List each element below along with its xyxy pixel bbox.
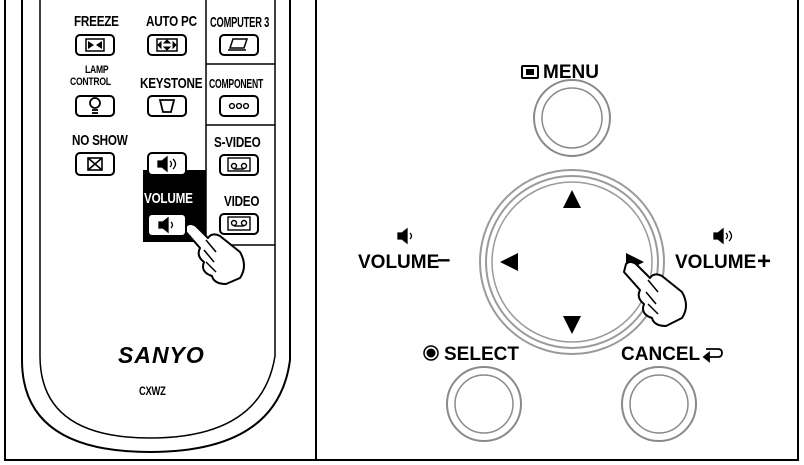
arrow-left-icon[interactable] bbox=[500, 253, 518, 271]
menu-label: MENU bbox=[543, 62, 599, 83]
s-video-label: S-VIDEO bbox=[214, 134, 261, 151]
brand-logo: SANYO bbox=[118, 342, 205, 368]
hand-pointer-icon bbox=[623, 261, 687, 327]
video-button[interactable] bbox=[219, 213, 259, 235]
keystone-label: KEYSTONE bbox=[140, 75, 203, 92]
hand-pointer-icon bbox=[185, 223, 245, 285]
volume-minus-label: VOLUME bbox=[358, 252, 440, 273]
component-label: COMPONENT bbox=[209, 76, 263, 91]
plus-sign: + bbox=[757, 248, 772, 275]
cancel-return-icon bbox=[702, 348, 723, 363]
computer3-label: COMPUTER 3 bbox=[210, 14, 270, 31]
speaker-up-icon bbox=[157, 155, 177, 173]
no-show-label: NO SHOW bbox=[72, 132, 128, 149]
video-label: VIDEO bbox=[224, 193, 260, 210]
lamp-label: LAMP bbox=[85, 64, 109, 76]
model-label: CXWZ bbox=[139, 384, 166, 398]
lamp-control-button[interactable] bbox=[75, 95, 115, 117]
select-dot-icon bbox=[423, 345, 439, 361]
lamp-icon bbox=[89, 97, 101, 114]
auto-pc-label: AUTO PC bbox=[146, 13, 197, 30]
menu-icon bbox=[521, 65, 539, 79]
speaker-down-icon bbox=[158, 216, 174, 234]
speaker-up-icon bbox=[713, 227, 733, 245]
arrow-down-icon[interactable] bbox=[563, 316, 581, 334]
no-show-icon bbox=[87, 157, 103, 171]
keystone-button[interactable] bbox=[147, 95, 187, 117]
select-button[interactable] bbox=[446, 366, 522, 442]
volume-plus-label: VOLUME bbox=[675, 252, 757, 273]
cancel-label: CANCEL bbox=[621, 344, 701, 365]
s-video-button[interactable] bbox=[219, 154, 259, 176]
computer3-icon bbox=[228, 38, 249, 51]
control-label: CONTROL bbox=[70, 76, 111, 88]
freeze-label: FREEZE bbox=[74, 13, 119, 30]
component-icon bbox=[228, 102, 250, 110]
minus-sign: – bbox=[437, 246, 451, 273]
computer3-button[interactable] bbox=[219, 34, 259, 56]
volume-label-remote: VOLUME bbox=[144, 190, 193, 207]
freeze-icon bbox=[85, 38, 105, 52]
select-label: SELECT bbox=[444, 344, 519, 365]
freeze-button[interactable] bbox=[75, 34, 115, 56]
speaker-down-icon bbox=[397, 227, 413, 245]
video-icon bbox=[227, 216, 251, 231]
component-button[interactable] bbox=[219, 95, 259, 117]
arrow-up-icon[interactable] bbox=[563, 190, 581, 208]
keystone-icon bbox=[158, 99, 176, 113]
remote-body-inner bbox=[39, 0, 276, 439]
auto-pc-button[interactable] bbox=[147, 34, 187, 56]
menu-button[interactable] bbox=[533, 79, 611, 157]
s-video-icon bbox=[227, 157, 251, 172]
auto-pc-icon bbox=[156, 38, 178, 52]
cancel-button[interactable] bbox=[621, 366, 697, 442]
